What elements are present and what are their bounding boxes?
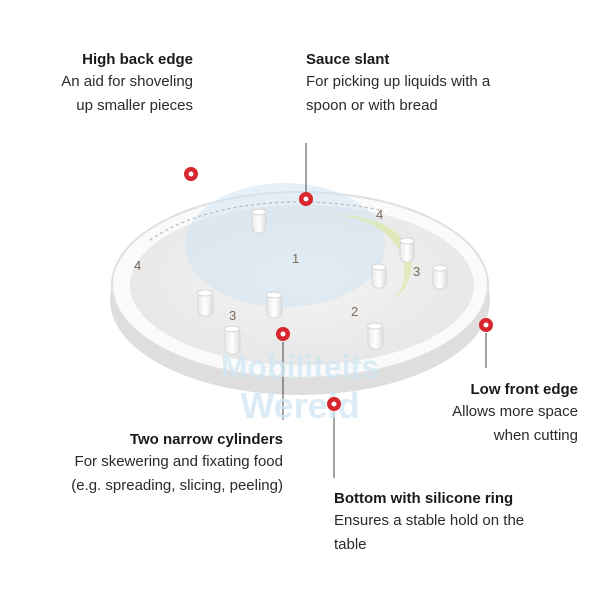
zone-number: 2: [351, 304, 358, 319]
marker-two-cylinders: [276, 327, 290, 341]
callout-desc: For picking up liquids with a: [306, 73, 491, 90]
callout-two-cylinders: Two narrow cylinders For skewering and f…: [71, 430, 283, 498]
zone-number: 4: [376, 207, 383, 222]
marker-sauce-slant: [299, 192, 313, 206]
callout-title: Two narrow cylinders: [129, 431, 283, 448]
callout-desc: table: [334, 536, 367, 553]
callout-desc: spoon or with bread: [306, 97, 438, 114]
callout-desc: (e.g. spreading, slicing, peeling): [71, 477, 283, 494]
peg: [399, 237, 415, 263]
logo-blob-green: [335, 215, 412, 300]
zone-number: 3: [229, 308, 236, 323]
callout-desc: when cutting: [493, 427, 578, 444]
peg: [224, 325, 241, 355]
zone-number: 4: [134, 258, 141, 273]
zone-number: 1: [292, 251, 299, 266]
callout-low-front-edge: Low front edge Allows more space when cu…: [452, 380, 578, 448]
marker-bottom-ring: [327, 397, 341, 411]
logo-blob-blue: [185, 183, 385, 307]
peg: [197, 289, 214, 317]
watermark-line2: Wereld: [240, 385, 359, 426]
peg: [251, 208, 267, 234]
peg: [432, 264, 448, 290]
callout-title: Bottom with silicone ring: [334, 490, 514, 507]
callout-title: Sauce slant: [306, 51, 390, 68]
callout-desc: up smaller pieces: [76, 97, 193, 114]
callout-desc: An aid for shoveling: [61, 73, 193, 90]
peg: [266, 291, 283, 319]
callout-desc: Allows more space: [452, 403, 578, 420]
watermark-line1: Mobiliteits: [221, 349, 379, 385]
callout-desc: For skewering and fixating food: [74, 453, 283, 470]
callout-bottom-ring: Bottom with silicone ring Ensures a stab…: [334, 489, 524, 557]
callout-high-back-edge: High back edge An aid for shoveling up s…: [61, 50, 193, 118]
marker-high-back-edge: [184, 167, 198, 181]
marker-low-front-edge: [479, 318, 493, 332]
peg: [371, 263, 387, 289]
zone-number: 3: [413, 264, 420, 279]
callout-title: Low front edge: [470, 381, 579, 398]
peg: [367, 322, 384, 350]
callout-desc: Ensures a stable hold on the: [334, 512, 525, 529]
callout-sauce-slant: Sauce slant For picking up liquids with …: [306, 50, 490, 118]
callout-title: High back edge: [82, 51, 193, 68]
